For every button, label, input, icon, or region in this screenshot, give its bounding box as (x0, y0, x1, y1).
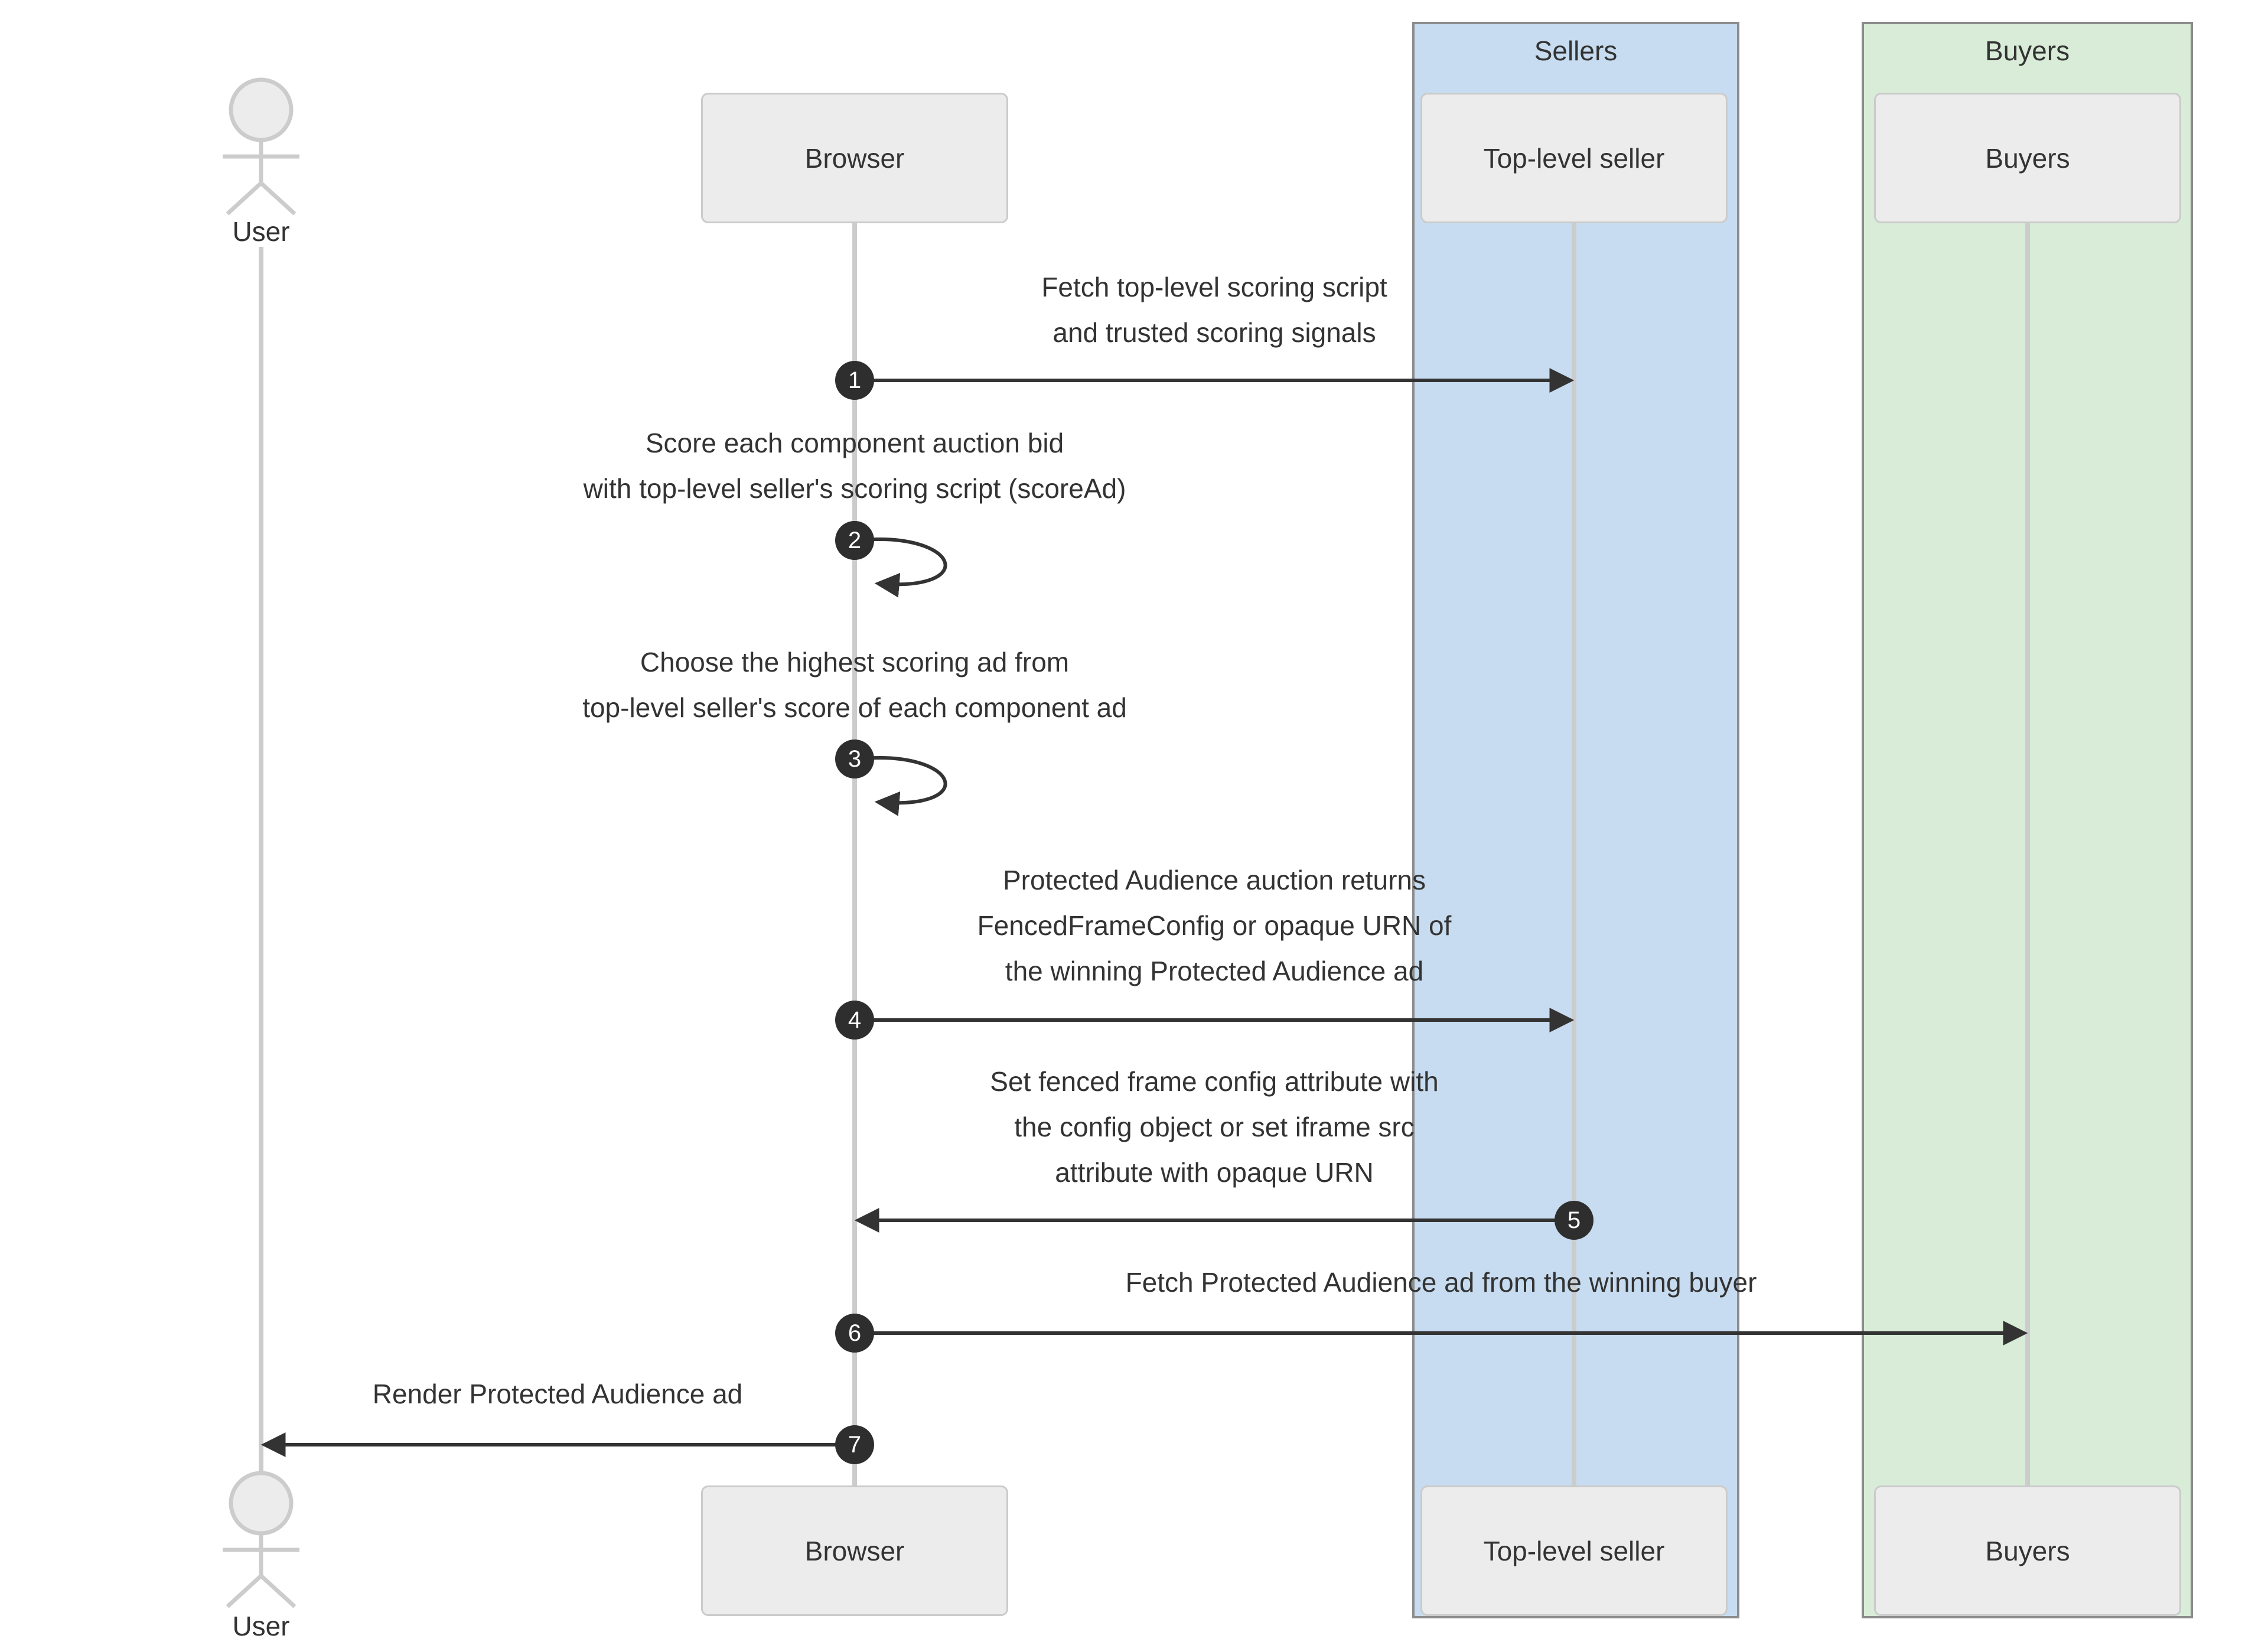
user-actor-icon-bottom (223, 1471, 299, 1608)
participant-label-browser: Browser (804, 1535, 905, 1566)
participant-box-top-level-seller-bottom: Top-level seller (1420, 1485, 1728, 1616)
message-2-number-badge: 2 (835, 521, 874, 560)
message-3-number-badge: 3 (835, 739, 874, 778)
sellers-group-label: Sellers (1534, 35, 1618, 66)
participant-label-top-level-seller: Top-level seller (1483, 142, 1665, 174)
message-2-text: Score each component auction bid with to… (583, 428, 1126, 504)
message-3-text: Choose the highest scoring ad from top-l… (582, 647, 1127, 723)
message-4-number-badge: 4 (835, 1001, 874, 1040)
participant-label-top-level-seller: Top-level seller (1483, 1535, 1665, 1566)
message-5-number-badge: 5 (1555, 1201, 1594, 1240)
buyers-group: Buyers (1862, 22, 2193, 1618)
message-1-number-badge: 1 (835, 361, 874, 400)
user-actor-label-bottom: User (232, 1611, 290, 1641)
participant-label-browser: Browser (804, 142, 905, 174)
message-7-text: Render Protected Audience ad (372, 1379, 743, 1409)
sellers-group: Sellers (1412, 22, 1739, 1618)
participant-box-browser-top: Browser (701, 93, 1008, 223)
message-4-text: Protected Audience auction returns Fence… (977, 865, 1452, 986)
participant-box-buyers-top: Buyers (1874, 93, 2181, 223)
message-6-number-badge: 6 (835, 1314, 874, 1353)
participant-box-browser-bottom: Browser (701, 1485, 1008, 1616)
participant-label-buyers: Buyers (1985, 1535, 2070, 1566)
participant-label-buyers: Buyers (1985, 142, 2070, 174)
message-7-number-badge: 7 (835, 1425, 874, 1464)
participant-box-top-level-seller-top: Top-level seller (1420, 93, 1728, 223)
message-5-text: Set fenced frame config attribute with t… (990, 1066, 1439, 1188)
buyers-group-label: Buyers (1984, 35, 2070, 66)
user-actor-label-top: User (232, 216, 290, 247)
participant-box-buyers-bottom: Buyers (1874, 1485, 2181, 1616)
message-1-text: Fetch top-level scoring script and trust… (1041, 272, 1387, 348)
user-actor-icon-top (223, 77, 299, 216)
message-6-text: Fetch Protected Audience ad from the win… (1125, 1267, 1757, 1298)
